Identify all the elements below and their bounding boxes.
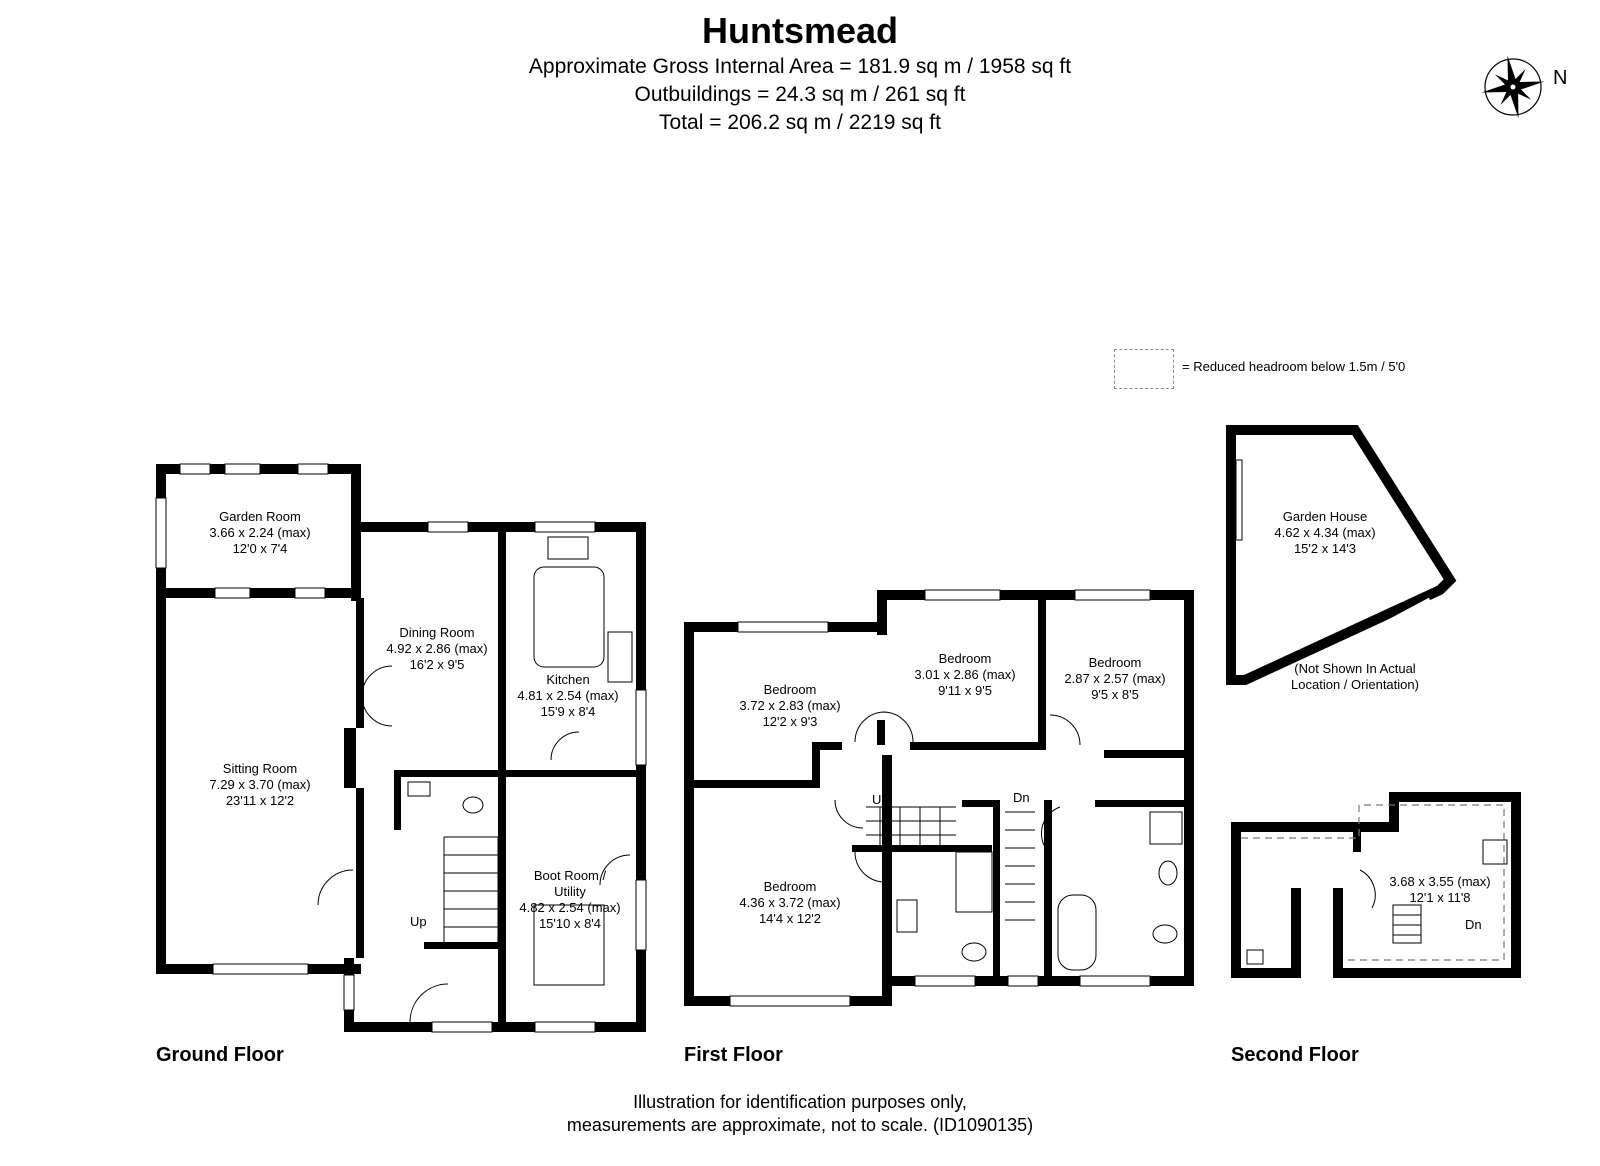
ground-floor-windows [155,463,647,1033]
room-imperial: 15'2 x 14'3 [1293,541,1357,556]
ground-floor-fixtures [317,536,633,1023]
room-imperial: 9'11 x 9'5 [938,683,992,698]
bedroom-3-label: Bedroom 2.87 x 2.57 (max) 9'5 x 8'5 [1050,655,1180,703]
reduced-headroom-swatch [1114,349,1174,389]
garden-house-note: (Not Shown In Actual Location / Orientat… [1270,661,1440,693]
total-area-text: Total = 206.2 sq m / 2219 sq ft [659,111,941,134]
room-imperial: 12'2 x 9'3 [762,714,818,729]
compass-rose-icon [1481,55,1545,119]
room-imperial: 12'0 x 7'4 [232,541,288,556]
second-floor-room-label: 3.68 x 3.55 (max) 12'1 x 11'8 [1375,874,1505,906]
first-floor-windows [729,589,1151,1007]
bedroom-2-label: Bedroom 3.01 x 2.86 (max) 9'11 x 9'5 [900,651,1030,699]
kitchen-label: Kitchen 4.81 x 2.54 (max) 15'9 x 8'4 [508,672,628,720]
room-imperial: 23'11 x 12'2 [225,793,295,808]
room-metric: 2.87 x 2.57 (max) [1064,671,1166,686]
gross-area-text: Approximate Gross Internal Area = 181.9 … [528,55,1072,78]
plan-title: Huntsmead [701,10,899,51]
room-imperial: 14'4 x 12'2 [758,911,822,926]
room-imperial: 15'9 x 8'4 [540,704,596,719]
room-imperial: 12'1 x 11'8 [1409,890,1471,905]
legend-text: = Reduced headroom below 1.5m / 5'0 [1182,359,1406,374]
note-line-1: (Not Shown In Actual [1294,661,1416,676]
room-metric: 7.29 x 3.70 (max) [209,777,311,792]
second-floor-walls [1231,792,1521,978]
room-metric: 3.68 x 3.55 (max) [1389,874,1491,889]
room-metric: 4.81 x 2.54 (max) [517,688,619,703]
second-floor-fixtures [1241,804,1508,965]
room-metric: 4.92 x 2.86 (max) [386,641,488,656]
room-name: Bedroom [938,651,992,666]
garden-house-label: Garden House 4.62 x 4.34 (max) 15'2 x 14… [1260,509,1390,557]
first-stairs-up-label: Up [872,792,889,807]
room-metric: 3.01 x 2.86 (max) [914,667,1016,682]
bedroom-1-label: Bedroom 3.72 x 2.83 (max) 12'2 x 9'3 [725,682,855,730]
dining-room-label: Dining Room 4.92 x 2.86 (max) 16'2 x 9'5 [372,625,502,673]
footer-line-1: Illustration for identification purposes… [633,1092,967,1112]
bedroom-4-label: Bedroom 4.36 x 3.72 (max) 14'4 x 12'2 [725,879,855,927]
room-name: Dining Room [399,625,475,640]
room-imperial: 16'2 x 9'5 [409,657,465,672]
garden-room-label: Garden Room 3.66 x 2.24 (max) 12'0 x 7'4 [195,509,325,557]
room-imperial: 15'10 x 8'4 [538,916,602,931]
garden-house-walls [1226,425,1457,685]
room-name: Bedroom [763,879,817,894]
outbuildings-area-text: Outbuildings = 24.3 sq m / 261 sq ft [634,83,966,106]
sitting-room-label: Sitting Room 7.29 x 3.70 (max) 23'11 x 1… [195,761,325,809]
room-name: Kitchen [546,672,590,687]
room-metric: 4.82 x 2.54 (max) [519,900,621,915]
room-metric: 3.72 x 2.83 (max) [739,698,841,713]
ground-stairs-up-label: Up [410,914,427,929]
room-name: Bedroom [763,682,817,697]
first-floor-title: First Floor [684,1044,783,1066]
room-metric: 4.62 x 4.34 (max) [1274,525,1376,540]
boot-room-label: Boot Room / Utility 4.82 x 2.54 (max) 15… [505,868,635,932]
room-metric: 4.36 x 3.72 (max) [739,895,841,910]
room-name: Garden House [1282,509,1368,524]
room-name: Sitting Room [222,761,298,776]
footer-line-2: measurements are approximate, not to sca… [566,1115,1034,1135]
room-name: Bedroom [1088,655,1142,670]
room-imperial: 9'5 x 8'5 [1091,687,1139,702]
room-name: Garden Room [219,509,301,524]
room-name: Boot Room / [533,868,607,883]
note-line-2: Location / Orientation) [1291,677,1419,692]
first-stairs-down-label: Dn [1013,790,1030,805]
second-floor-title: Second Floor [1231,1044,1359,1066]
room-metric: 3.66 x 2.24 (max) [209,525,311,540]
second-stairs-down-label: Dn [1465,917,1482,932]
room-name-line2: Utility [554,884,586,899]
north-label: N [1553,67,1568,89]
first-floor-fixtures [834,711,1183,971]
ground-floor-title: Ground Floor [156,1044,284,1066]
